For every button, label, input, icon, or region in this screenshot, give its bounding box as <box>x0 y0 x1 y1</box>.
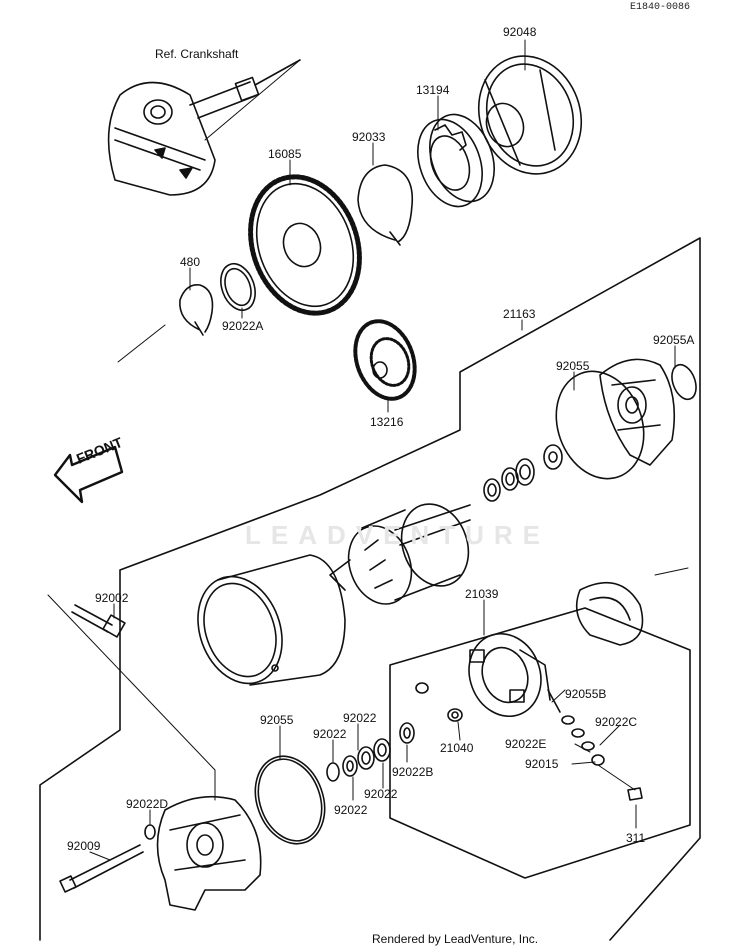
label-92055-bottom: 92055 <box>260 713 294 727</box>
armature-drawing <box>329 503 471 605</box>
leader-lines <box>89 39 676 861</box>
brush-cover-drawing <box>575 581 644 646</box>
front-arrow-icon <box>53 445 124 504</box>
part-92033-drawing <box>357 164 414 246</box>
label-21039: 21039 <box>465 587 499 601</box>
label-92022B: 92022B <box>392 765 434 779</box>
part-16085-drawing <box>248 174 362 316</box>
starter-end-cover-drawing <box>599 358 676 466</box>
front-cover-drawing <box>156 795 262 911</box>
label-13216: 13216 <box>370 415 404 429</box>
label-ref-crankshaft: Ref. Crankshaft <box>155 47 239 61</box>
label-92022-bottom: 92022 <box>334 803 368 817</box>
label-92055B: 92055B <box>565 687 607 701</box>
label-92022A: 92022A <box>222 319 264 333</box>
brush-holder-drawing <box>468 632 551 718</box>
label-21040: 21040 <box>440 741 474 755</box>
part-92048-drawing <box>477 55 583 175</box>
part-92009-drawing <box>59 844 144 893</box>
label-480: 480 <box>180 255 201 269</box>
label-21163: 21163 <box>503 307 536 321</box>
part-13194-drawing <box>417 113 495 208</box>
label-92022C: 92022C <box>595 715 638 729</box>
label-92022D: 92022D <box>126 797 169 811</box>
label-92048: 92048 <box>503 25 537 39</box>
yoke-housing-drawing <box>197 554 346 686</box>
watermark-text: LEADVENTURE <box>245 520 551 550</box>
part-92055-top-drawing <box>555 370 645 480</box>
part-480-drawing <box>179 283 214 336</box>
label-92009: 92009 <box>67 839 101 853</box>
part-92022A-drawing <box>220 262 256 312</box>
part-92022D-drawing <box>144 824 156 840</box>
label-16085: 16085 <box>268 147 302 161</box>
label-92022-left: 92022 <box>313 727 347 741</box>
drawing-code: E1840-0086 <box>629 2 690 13</box>
part-92055A-drawing <box>671 363 697 401</box>
label-92022-top: 92022 <box>343 711 377 725</box>
label-92055-top: 92055 <box>556 359 590 373</box>
part-92055-bottom-drawing <box>254 755 326 845</box>
label-92022E: 92022E <box>505 737 547 751</box>
label-92055A: 92055A <box>653 333 695 347</box>
label-92002: 92002 <box>95 591 129 605</box>
label-92033: 92033 <box>352 130 386 144</box>
part-13216-drawing <box>353 319 417 401</box>
label-13194: 13194 <box>416 83 450 97</box>
label-92015: 92015 <box>525 757 559 771</box>
part-311-drawing <box>627 787 643 801</box>
crankshaft-ref-drawing <box>107 59 301 196</box>
label-311: 311 <box>626 831 646 845</box>
label-92022-mid: 92022 <box>364 787 398 801</box>
brush-holder-boundary-outline <box>389 607 691 879</box>
assembly-boundary-outline <box>39 237 701 941</box>
footer-credit: Rendered by LeadVenture, Inc. <box>372 932 539 946</box>
part-92002-drawing <box>47 594 216 801</box>
